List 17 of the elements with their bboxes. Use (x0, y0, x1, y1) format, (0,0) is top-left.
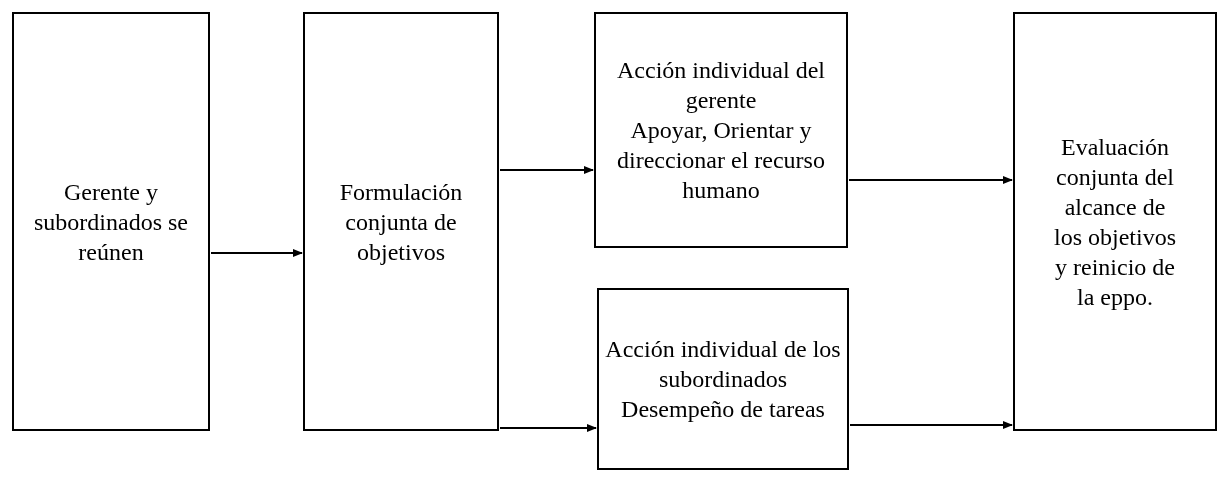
box-text: Evaluación conjunta del alcance de los objetivos y reinicio de la eppo. (1053, 132, 1177, 312)
arrow (210, 249, 303, 257)
process-box (597, 288, 849, 470)
arrow (848, 176, 1013, 184)
process-box (1013, 12, 1217, 431)
box-text: Acción individual del gerente (616, 56, 826, 115)
process-box (594, 12, 848, 248)
arrow (499, 166, 594, 174)
arrow (499, 424, 597, 432)
arrow (849, 421, 1013, 429)
box-text: Gerente y subordinados se reúnen (33, 177, 189, 267)
box-text: Acción individual de los subordinados (604, 335, 842, 394)
box-text: Desempeño de tareas (621, 395, 825, 424)
process-box (303, 12, 499, 431)
process-box (12, 12, 210, 431)
box-text: Formulación conjunta de objetivos (338, 177, 464, 267)
box-text: Apoyar, Orientar y direccionar el recurso humano (616, 116, 826, 205)
